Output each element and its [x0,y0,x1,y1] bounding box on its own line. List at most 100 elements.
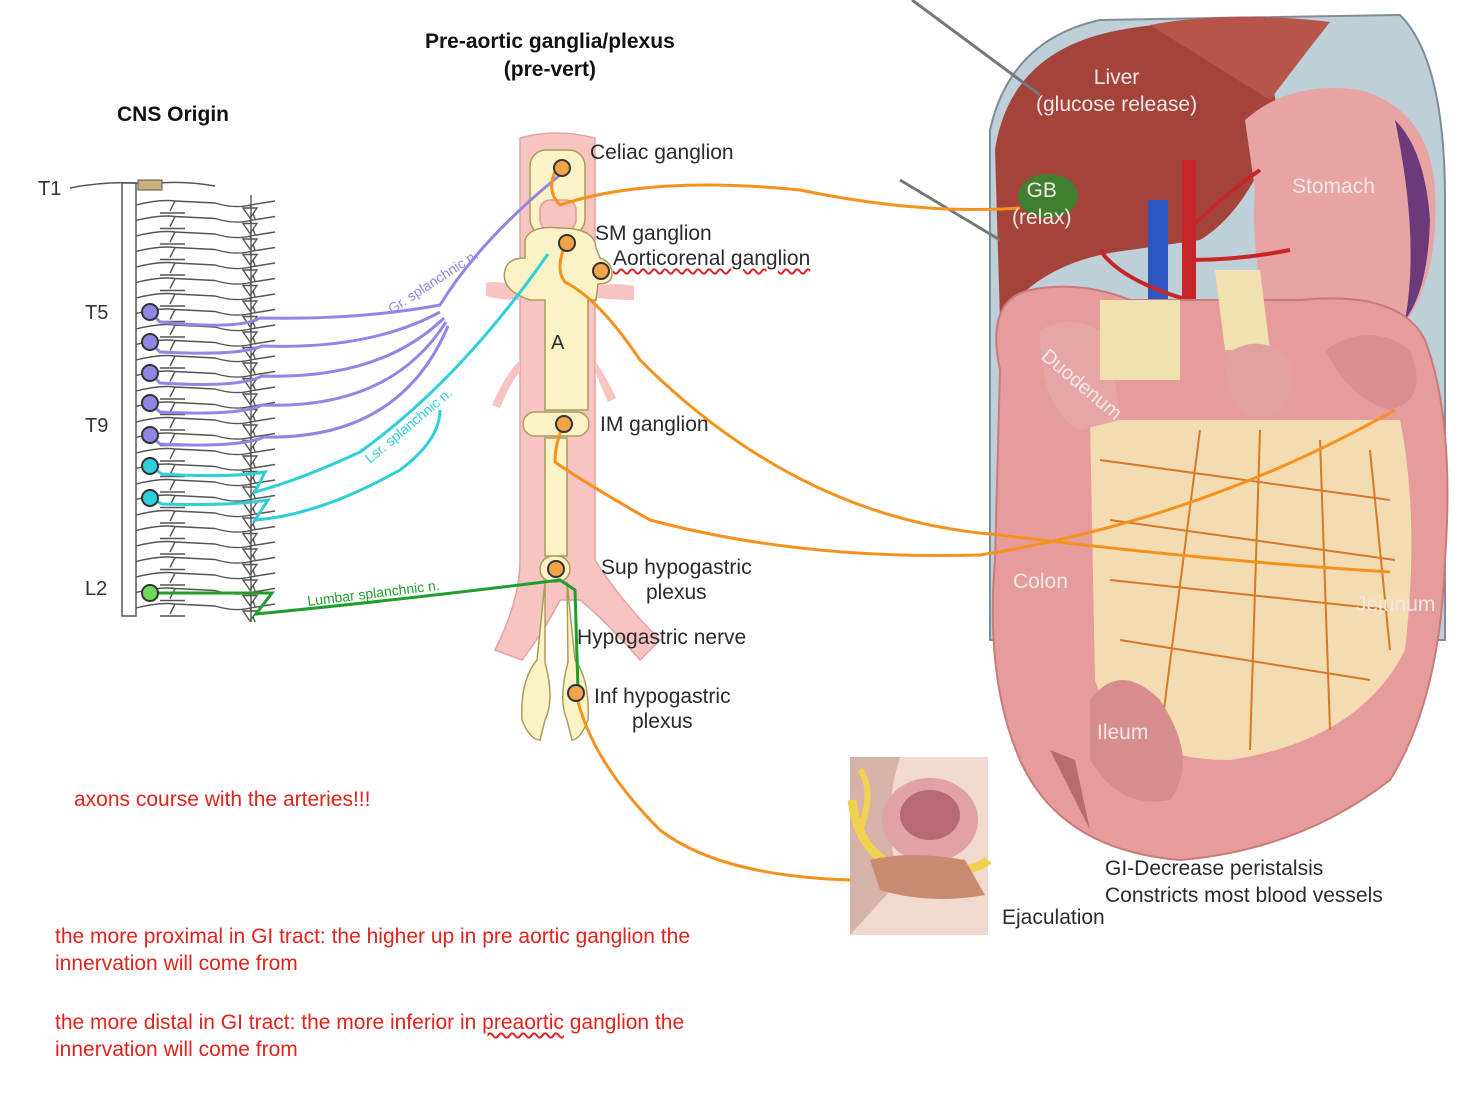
gi-effects-line-2: Constricts most blood vessels [1105,884,1383,908]
spinal-nerve-root [135,215,276,235]
t9-cell-body [141,426,159,444]
liver-line-2: (glucose release) [1036,93,1198,117]
spinal-nerve-root [135,556,276,576]
gallbladder-label: GB (relax) [1012,177,1072,232]
segment-t1-label: T1 [38,178,62,200]
postganglionic-fibers [550,167,1396,882]
spinal-nerve-root [135,292,276,313]
im-ganglion-label: IM ganglion [600,413,709,436]
chain-ganglion [241,563,259,576]
distal-note-part-a: the more distal in GI tract: the more in… [55,1011,483,1034]
spinal-nerve-root [135,323,276,344]
spinal-nerve-root [135,509,276,530]
t6-cell-body [141,333,159,351]
preaortic-heading-line-1: Pre-aortic ganglia/plexus [425,30,675,53]
sup-hypogastric-line-2: plexus [645,581,707,605]
ileum-label: Ileum [1097,721,1149,744]
gi-effects-line-1: GI-Decrease peristalsis [1105,857,1324,880]
spinal-nerve-root [135,261,276,282]
sup-hypogastric-label: Sup hypogastric plexus [601,555,752,605]
chain-ganglion [241,594,259,607]
aorticorenal-ganglion-node [592,262,610,280]
t5-cell-body [141,303,159,321]
spinal-nerve-root [135,339,276,359]
spinal-nerve-root [135,540,276,561]
l2-cell-body [141,584,159,602]
axons-note: axons course with the arteries!!! [74,788,371,811]
preaortic-heading: Pre-aortic ganglia/plexus (pre-vert) [425,28,675,85]
lesser-splanchnic-label: Lsr. splanchnic n. [362,385,455,467]
chain-ganglion [241,393,259,406]
pelvic-inset-illustration [847,757,992,935]
spinal-nerve-root [135,246,276,266]
chain-ganglion [241,579,259,592]
spinal-nerve-root [135,277,276,297]
greater-splanchnic-nerve-fibers [148,173,561,447]
distal-note-line-2: innervation will come from [55,1038,298,1062]
jejunum-label: Jejunum [1356,593,1436,616]
liver-line-1: Liver [1093,66,1140,89]
celiac-ganglion-label: Celiac ganglion [590,141,734,164]
chain-ganglion [241,548,259,561]
chain-ganglion [241,362,259,375]
spinal-nerve-root [135,354,276,375]
chain-ganglion [241,300,259,313]
aorta-label: A [551,332,565,354]
chain-ganglion [241,532,259,545]
t7-cell-body [141,364,159,382]
segment-l2-label: L2 [85,578,108,600]
liver-label: Liver (glucose release) [1036,64,1197,119]
lumbar-splanchnic-label: Lumbar splanchnic n. [306,577,440,609]
chain-ganglion [241,253,259,266]
chain-ganglion [241,331,259,344]
spinal-nerve-root [135,571,276,592]
chain-ganglion [241,269,259,282]
sm-ganglion-node [558,234,576,252]
spinal-nerve-root [135,401,276,421]
celiac-ganglion-node [553,159,571,177]
segment-t9-label: T9 [85,415,109,437]
aorticorenal-ganglion-label: Aorticorenal ganglion [613,247,811,270]
inf-hypogastric-line-2: plexus [631,710,693,734]
distal-note-part-b: preaortic [482,1011,564,1034]
preaortic-trunk [503,149,613,741]
sup-hypogastric-node [547,560,565,578]
distal-note-part-c: ganglion the [563,1011,685,1034]
gi-effects-label: GI-Decrease peristalsis Constricts most … [1105,855,1383,910]
chain-ganglion [241,207,259,220]
chain-ganglion [241,610,259,623]
sm-ganglion-label: SM ganglion [595,222,712,245]
spinal-nerve-root [135,602,276,623]
gallbladder-line-2: (relax) [1012,206,1072,230]
stomach-label: Stomach [1292,175,1375,198]
proximal-note-line-1: the more proximal in GI tract: the highe… [55,925,691,948]
gallbladder-line-1: GB [1026,179,1057,202]
lesser-splanchnic-nerve-fibers [149,253,550,522]
cns-origin-heading: CNS Origin [117,103,230,126]
hypogastric-nerve-label: Hypogastric nerve [577,626,747,649]
t11-cell-body [141,489,159,507]
spinal-nerve-root [135,525,276,545]
chain-ganglion [241,424,259,437]
inf-hypogastric-label: Inf hypogastric plexus [594,684,731,734]
preaortic-heading-line-2: (pre-vert) [503,58,596,82]
spinal-nerve-root [135,494,276,514]
colon-label: Colon [1013,570,1068,593]
chain-ganglion [241,222,259,235]
inf-hypogastric-node [567,684,585,702]
abdominal-organs-illustration [989,13,1449,862]
inf-hypogastric-line-1: Inf hypogastric [594,685,731,708]
ganglion-nodes [547,159,610,702]
ejaculation-label: Ejaculation [1002,906,1105,929]
spinal-cord [69,179,216,617]
spinal-nerve-root [135,416,276,437]
chain-ganglion [241,238,259,251]
spinal-nerve-root [135,308,276,328]
spinal-nerve-root [135,230,276,251]
segment-t5-label: T5 [85,302,109,324]
proximal-note: the more proximal in GI tract: the highe… [55,923,690,978]
spinal-nerve-root [135,199,276,220]
distal-note: the more distal in GI tract: the more in… [55,1009,684,1064]
distal-note-line-1: the more distal in GI tract: the more in… [55,1009,684,1036]
spinal-nerve-root [135,478,276,499]
